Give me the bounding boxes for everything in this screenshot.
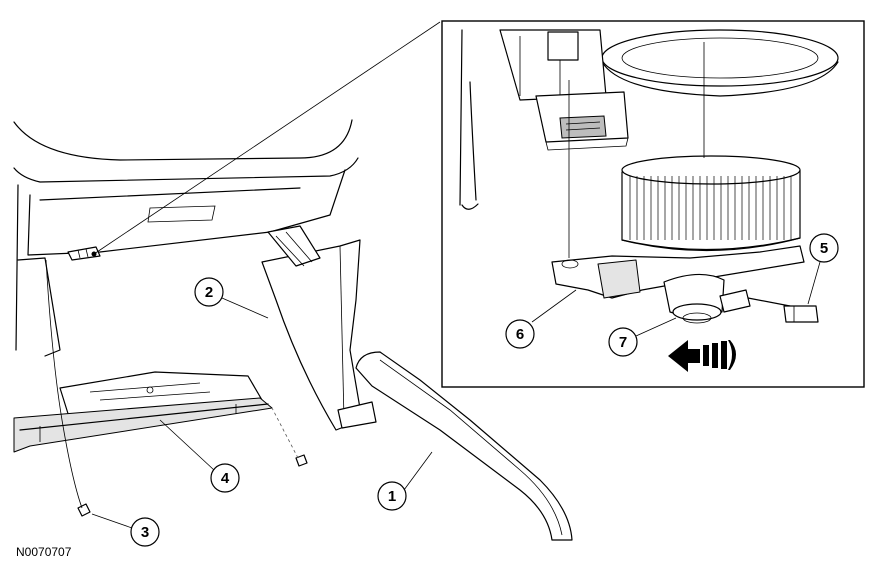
rotation-direction-arrow-icon <box>668 340 736 372</box>
blower-housing-illustration <box>459 29 839 210</box>
callout-7: 7 <box>608 317 677 357</box>
callout-5-label: 5 <box>820 240 828 257</box>
blower-motor <box>551 245 805 324</box>
callout-4-label: 4 <box>221 470 230 487</box>
instrument-panel-illustration <box>13 119 359 357</box>
fastener-screw-b <box>295 454 308 467</box>
callout-1: 1 <box>377 451 433 511</box>
callout-2-label: 2 <box>205 284 213 301</box>
blower-wheel-fins <box>629 176 792 240</box>
callout-4: 4 <box>159 419 240 493</box>
callout-3-label: 3 <box>141 524 149 541</box>
callout-6-label: 6 <box>516 326 524 343</box>
callout-5: 5 <box>807 233 839 305</box>
callout-1-label: 1 <box>388 488 396 505</box>
callout-3: 3 <box>91 513 160 547</box>
trim-strip <box>355 351 573 541</box>
electrical-connector <box>719 289 819 323</box>
callout-6: 6 <box>505 289 577 349</box>
screw-dash-line <box>271 407 299 459</box>
glove-box-bracket <box>13 371 273 453</box>
fastener-guide-line <box>45 259 83 509</box>
side-trim-panel <box>261 225 377 431</box>
detail-origin-dot <box>91 251 97 257</box>
callout-7-label: 7 <box>619 334 627 351</box>
detail-leader-line <box>93 21 441 255</box>
callout-2: 2 <box>194 277 269 319</box>
fastener-screw-a <box>77 503 91 517</box>
figure-id: N0070707 <box>16 545 72 559</box>
blower-wheel <box>621 155 801 252</box>
